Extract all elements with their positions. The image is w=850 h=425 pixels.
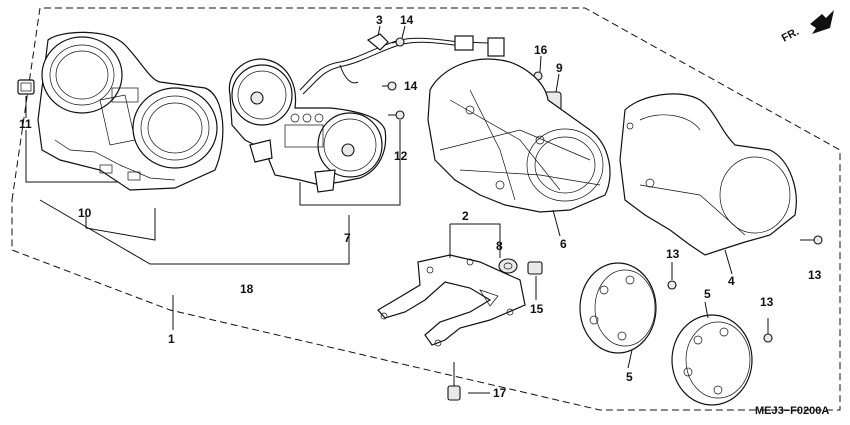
callout-13-lower-housing: 13 <box>760 295 774 309</box>
meter-bracket-part <box>377 254 526 347</box>
leader-lines <box>25 25 733 394</box>
callout-14-lower: 14 <box>404 79 418 93</box>
combination-meter-part <box>228 58 387 193</box>
callout-5-lower-housing: 5 <box>704 287 711 301</box>
clamp-part <box>366 33 389 51</box>
callout-11: 11 <box>19 117 32 131</box>
callout-3: 3 <box>376 13 383 27</box>
callout-13-cover: 13 <box>808 268 822 282</box>
screw-13-housing-lower <box>763 318 773 343</box>
small-cap-part <box>17 79 35 95</box>
callout-17: 17 <box>493 386 507 400</box>
front-direction-label: FR. <box>780 26 801 45</box>
bolt-part <box>447 362 461 401</box>
front-direction-arrow: FR. <box>780 10 834 45</box>
callout-13-upper-housing: 13 <box>666 247 680 261</box>
screw-13-housing-upper <box>667 262 677 290</box>
callout-4: 4 <box>728 274 735 288</box>
callout-6: 6 <box>560 237 567 251</box>
nut-part <box>527 261 543 275</box>
screw-13-cover <box>800 235 823 245</box>
callout-12: 12 <box>394 149 408 163</box>
callout-8: 8 <box>496 239 503 253</box>
callout-1: 1 <box>168 332 175 346</box>
callout-14-upper: 14 <box>400 13 414 27</box>
callout-7: 7 <box>344 231 351 245</box>
meter-visor-part <box>37 31 224 191</box>
callout-10: 10 <box>78 206 92 220</box>
screw-12 <box>388 110 405 120</box>
wire-harness-part <box>299 35 505 95</box>
assembly-boundary <box>11 7 841 411</box>
meter-housing-upper <box>579 262 657 354</box>
collar-part <box>498 258 518 274</box>
callout-2: 2 <box>462 209 469 223</box>
screw-14-upper <box>391 37 405 47</box>
callout-9: 9 <box>556 61 563 75</box>
callout-15: 15 <box>530 302 544 316</box>
callout-5-upper-housing: 5 <box>626 370 633 384</box>
callout-18: 18 <box>240 282 254 296</box>
meter-case-part <box>427 58 611 213</box>
callout-labels: 3 14 16 9 14 11 12 10 7 2 8 6 13 13 4 18… <box>19 13 822 400</box>
figure-code: MEJ3−F0200A <box>755 405 829 417</box>
meter-housing-lower <box>671 314 753 406</box>
screw-14-lower <box>382 81 397 91</box>
callout-16: 16 <box>534 43 548 57</box>
lower-cover-part <box>619 93 797 256</box>
